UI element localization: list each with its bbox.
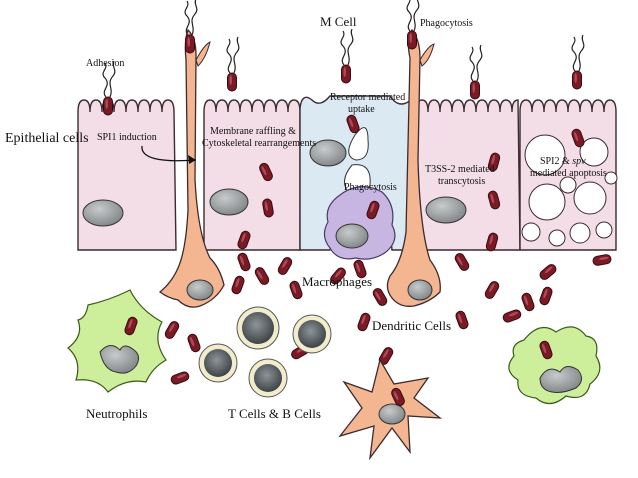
nucleus — [425, 196, 467, 224]
t-b-cells-label: T Cells & B Cells — [228, 406, 321, 421]
epithelial-cell — [415, 99, 521, 251]
m-cell-label: M Cell — [320, 14, 357, 29]
adhesion-label: Adhesion — [86, 58, 124, 69]
nucleus — [309, 139, 347, 167]
dendritic-cell-bottom — [338, 358, 443, 461]
epithelial-cell — [203, 99, 301, 251]
spi2-label-1: SPI2 & spv — [540, 156, 586, 167]
dendritic-cell-right — [386, 28, 441, 307]
receptor-uptake-label-2: uptake — [348, 104, 375, 115]
receptor-uptake-label-1: Receptor mediated — [330, 92, 405, 103]
membrane-raffling-label-1: Membrane raffling & — [210, 126, 296, 137]
nucleus — [99, 345, 140, 374]
epithelial-cell — [77, 99, 177, 251]
phagocytosis-mid-label: Phagocytosis — [344, 182, 397, 193]
neutrophil-left — [67, 289, 167, 393]
phagocytosis-top-label: Phagocytosis — [420, 18, 473, 29]
membrane-raffling-label-2: Cytoskeletal rearrangements — [202, 138, 316, 149]
dendritic-cell-left — [158, 28, 225, 308]
nucleus — [407, 279, 433, 301]
neutrophil-right — [508, 326, 601, 405]
lymphocytes — [198, 306, 332, 398]
nucleus — [539, 366, 582, 393]
nucleus — [209, 188, 249, 216]
t3ss2-label-1: T3SS-2 mediated — [425, 164, 495, 175]
vesicle — [348, 127, 369, 161]
spi1-induction-label: SPI1 induction — [97, 132, 157, 143]
arrowhead — [188, 155, 196, 164]
t3ss2-label-2: transcytosis — [438, 176, 485, 187]
nucleus — [82, 199, 124, 227]
epithelial-cells-label: Epithelial cells — [5, 131, 89, 146]
spi2-label-2: mediated apoptosis — [530, 168, 607, 179]
nucleus — [335, 223, 369, 249]
nucleus — [186, 279, 214, 301]
spi1-arrow — [141, 145, 197, 162]
dendritic-cells-label: Dendritic Cells — [372, 318, 451, 333]
apoptotic-vacuoles — [521, 134, 618, 247]
neutrophils-label: Neutrophils — [86, 406, 147, 421]
nucleus — [378, 403, 406, 425]
macrophages-label: Macrophages — [302, 274, 372, 289]
